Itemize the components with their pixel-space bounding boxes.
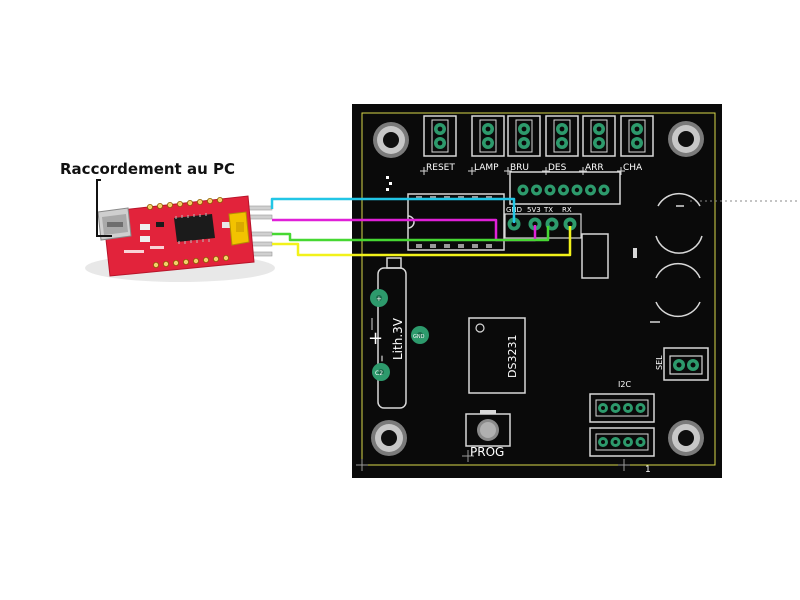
capacitor-outlines (650, 192, 703, 323)
wire-green (272, 226, 550, 242)
sel-connector: SEL (655, 347, 709, 381)
mounting-hole (668, 420, 704, 456)
svg-text:DS3231: DS3231 (506, 335, 519, 378)
i2c-connectors: I2C (589, 380, 655, 457)
mounting-hole (668, 121, 704, 157)
svg-text:SEL: SEL (655, 355, 664, 370)
mounting-holes (371, 121, 704, 456)
mounting-hole (373, 122, 409, 158)
mini-usb-connector (97, 207, 132, 241)
caption-leader-line (96, 179, 112, 237)
svg-text:I2C: I2C (618, 380, 631, 389)
svg-text:GND: GND (413, 334, 425, 340)
connector-label: ARR (585, 163, 604, 173)
battery-minus-mark: – (374, 355, 390, 362)
svg-text:TX: TX (543, 206, 553, 214)
pad-plus: + (370, 289, 388, 307)
prog-button: PROG (465, 410, 511, 459)
connector-label: LAMP (474, 163, 499, 173)
svg-text:5V3: 5V3 (527, 206, 541, 214)
top-connectors: RESET LAMP BRU DES ARR CHA (420, 115, 654, 175)
caption-pc-connection: Raccordement au PC (60, 160, 235, 178)
serial-pin-rx: RX (562, 206, 577, 231)
connector-lamp: LAMP (468, 115, 505, 175)
connector-label: DES (548, 163, 567, 173)
svg-text:PROG: PROG (470, 445, 504, 459)
pad-gnd: GND (411, 326, 429, 344)
ftdi-chip (174, 213, 215, 244)
component-outline (581, 233, 609, 279)
wire-cyan (270, 197, 516, 223)
adapter-jumper (228, 211, 250, 246)
connector-reset: RESET (420, 115, 457, 175)
battery-plus-mark: + (368, 328, 383, 349)
battery-pads: + GND C2 (370, 289, 429, 381)
battery-label: Lith.3V (391, 317, 405, 360)
header-8pin (509, 171, 621, 205)
battery-holder (371, 257, 407, 409)
connector-des: DES (542, 115, 579, 175)
connector-label: BRU (510, 163, 529, 173)
connector-label: RESET (426, 163, 455, 173)
wires (270, 197, 572, 257)
svg-text:RX: RX (562, 206, 572, 214)
svg-text:+: + (376, 295, 382, 303)
mounting-hole (371, 420, 407, 456)
pad-c2: C2 (372, 363, 390, 381)
corner-mark: 1 (645, 465, 651, 475)
connector-bru: BRU (504, 115, 541, 175)
connector-arr: ARR (579, 115, 616, 175)
serial-pin-5v3: 5V3 (527, 206, 542, 231)
wire-yellow (272, 226, 572, 257)
ds3231-chip: DS3231 (468, 317, 526, 394)
usb-serial-adapter (85, 195, 275, 282)
connector-label: CHA (623, 163, 643, 173)
svg-text:C2: C2 (375, 370, 383, 377)
connector-cha: CHA (617, 115, 654, 175)
